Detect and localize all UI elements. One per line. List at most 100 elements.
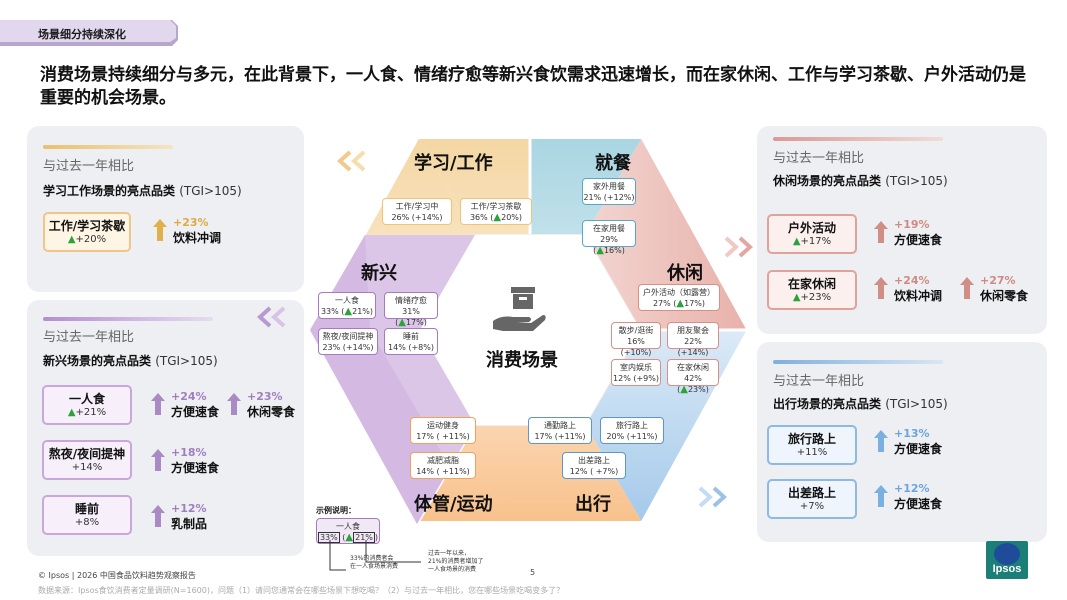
item-pct: +23%: [247, 390, 283, 403]
arrow-up-icon: [874, 221, 888, 243]
item-label: 方便速食: [894, 442, 943, 456]
category-card-business-trip: 出差路上 +7%: [767, 479, 857, 519]
chevron-left-icon: [257, 306, 286, 328]
panel-new: 与过去一年相比 新兴场景的亮点品类 (TGI>105) 一人食 ▲+21% +2…: [27, 300, 304, 556]
item-label: 方便速食: [894, 497, 943, 511]
segment-title-dining: 就餐: [595, 153, 631, 174]
category-name: 在家休闲: [787, 277, 836, 291]
item-label: 方便速食: [894, 233, 943, 247]
category-change: +8%: [74, 517, 100, 528]
legend-title: 示例说明：: [316, 506, 356, 515]
chevron-left-icon: [337, 150, 366, 172]
segment-title-new: 新兴: [361, 263, 397, 284]
item-pct: +12%: [171, 502, 207, 515]
segment-title-travel: 出行: [575, 494, 611, 515]
arrow-up-icon: ▲: [792, 236, 801, 247]
category-change: +7%: [799, 501, 825, 512]
arrow-up-icon: [153, 219, 167, 241]
category-card-home-leisure: 在家休闲 ▲+23%: [767, 270, 857, 310]
item-pct: +27%: [980, 274, 1016, 287]
section-tag: 场景细分持续深化: [0, 20, 178, 46]
item-pct: +13%: [894, 427, 930, 440]
data-source: 数据来源：Ipsos食饮消费者定量调研(N=1600)，问题（1）请问您通常会在…: [38, 586, 565, 595]
category-change: +11%: [796, 447, 828, 458]
arrow-up-icon: ▲: [398, 317, 406, 328]
category-card-study-break: 工作/学习茶歇 ▲+20%: [43, 212, 131, 252]
arrow-up-icon: [151, 505, 165, 527]
item-label: 饮料冲调: [173, 231, 222, 245]
arrow-up-icon: ▲: [792, 292, 801, 303]
category-name: 旅行路上: [787, 432, 836, 446]
category-card-late-night: 熬夜/夜间提神 +14%: [42, 440, 132, 480]
arrow-up-icon: [151, 449, 165, 471]
item-label: 休闲零食: [247, 405, 296, 419]
segment-title-leisure: 休闲: [667, 263, 703, 284]
legend-chip: 一人食 33% (▲21%): [316, 518, 380, 544]
compare-label: 与过去一年相比: [773, 374, 865, 389]
category-card-bedtime: 睡前 +8%: [42, 495, 132, 535]
panel-leisure: 与过去一年相比 休闲场景的亮点品类 (TGI>105) 户外活动 ▲+17% +…: [757, 126, 1047, 334]
category-name: 睡前: [74, 502, 99, 516]
panel-accent-bar: [43, 317, 213, 321]
compare-label: 与过去一年相比: [43, 159, 135, 174]
category-name: 熬夜/夜间提神: [48, 447, 126, 461]
category-change: +14%: [71, 462, 103, 473]
center-label: 消费场景: [486, 350, 558, 371]
tag-shape: [0, 20, 178, 46]
page-number: 5: [530, 568, 536, 577]
chevron-right-icon: [698, 486, 727, 508]
segment-title-sport: 体管/运动: [414, 494, 493, 515]
item-label: 乳制品: [171, 517, 208, 531]
category-change: +23%: [800, 292, 832, 303]
arrow-up-icon: [151, 393, 165, 415]
arrow-up-icon: [874, 485, 888, 507]
arrow-up-icon: ▲: [680, 384, 688, 395]
item-pct: +23%: [173, 216, 209, 229]
item-label: 方便速食: [171, 461, 220, 475]
arrow-up-icon: ▲: [67, 234, 76, 245]
copyright: © Ipsos | 2026 中国食品饮料趋势观察报告: [38, 571, 196, 580]
hand-box-icon: [493, 287, 546, 331]
compare-label: 与过去一年相比: [43, 330, 135, 345]
panel-accent-bar: [43, 145, 173, 149]
legend-note-1: 33%的消费者会在一人食场景消费: [350, 555, 399, 570]
compare-label: 与过去一年相比: [773, 151, 865, 166]
category-name: 出差路上: [787, 486, 836, 500]
segment-title-study: 学习/工作: [414, 153, 493, 174]
panel-travel: 与过去一年相比 出行场景的亮点品类 (TGI>105) 旅行路上 +11% +1…: [757, 342, 1047, 542]
category-card-trip: 旅行路上 +11%: [767, 425, 857, 465]
chevron-right-icon: [724, 236, 753, 258]
legend-note-2: 过去一年以来，21%的消费者增加了一人食场景的消费: [428, 550, 484, 573]
arrow-up-icon: ▲: [493, 212, 502, 223]
category-card-outdoor: 户外活动 ▲+17%: [767, 214, 857, 254]
category-change: +20%: [75, 234, 107, 245]
category-change: +21%: [75, 407, 107, 418]
category-name: 一人食: [68, 392, 105, 406]
arrow-up-icon: ▲: [344, 306, 353, 317]
arrow-up-icon: ▲: [676, 298, 685, 309]
arrow-up-icon: [227, 393, 241, 415]
panel-study: 与过去一年相比 学习工作场景的亮点品类 (TGI>105) 工作/学习茶歇 ▲+…: [27, 126, 304, 292]
panel-title: 学习工作场景的亮点品类 (TGI>105): [43, 184, 242, 198]
arrow-up-icon: [960, 277, 974, 299]
panel-accent-bar: [773, 137, 943, 141]
item-pct: +24%: [894, 274, 930, 287]
category-change: +17%: [800, 236, 832, 247]
arrow-up-icon: ▲: [345, 532, 354, 543]
panel-title: 新兴场景的亮点品类 (TGI>105): [43, 354, 218, 368]
